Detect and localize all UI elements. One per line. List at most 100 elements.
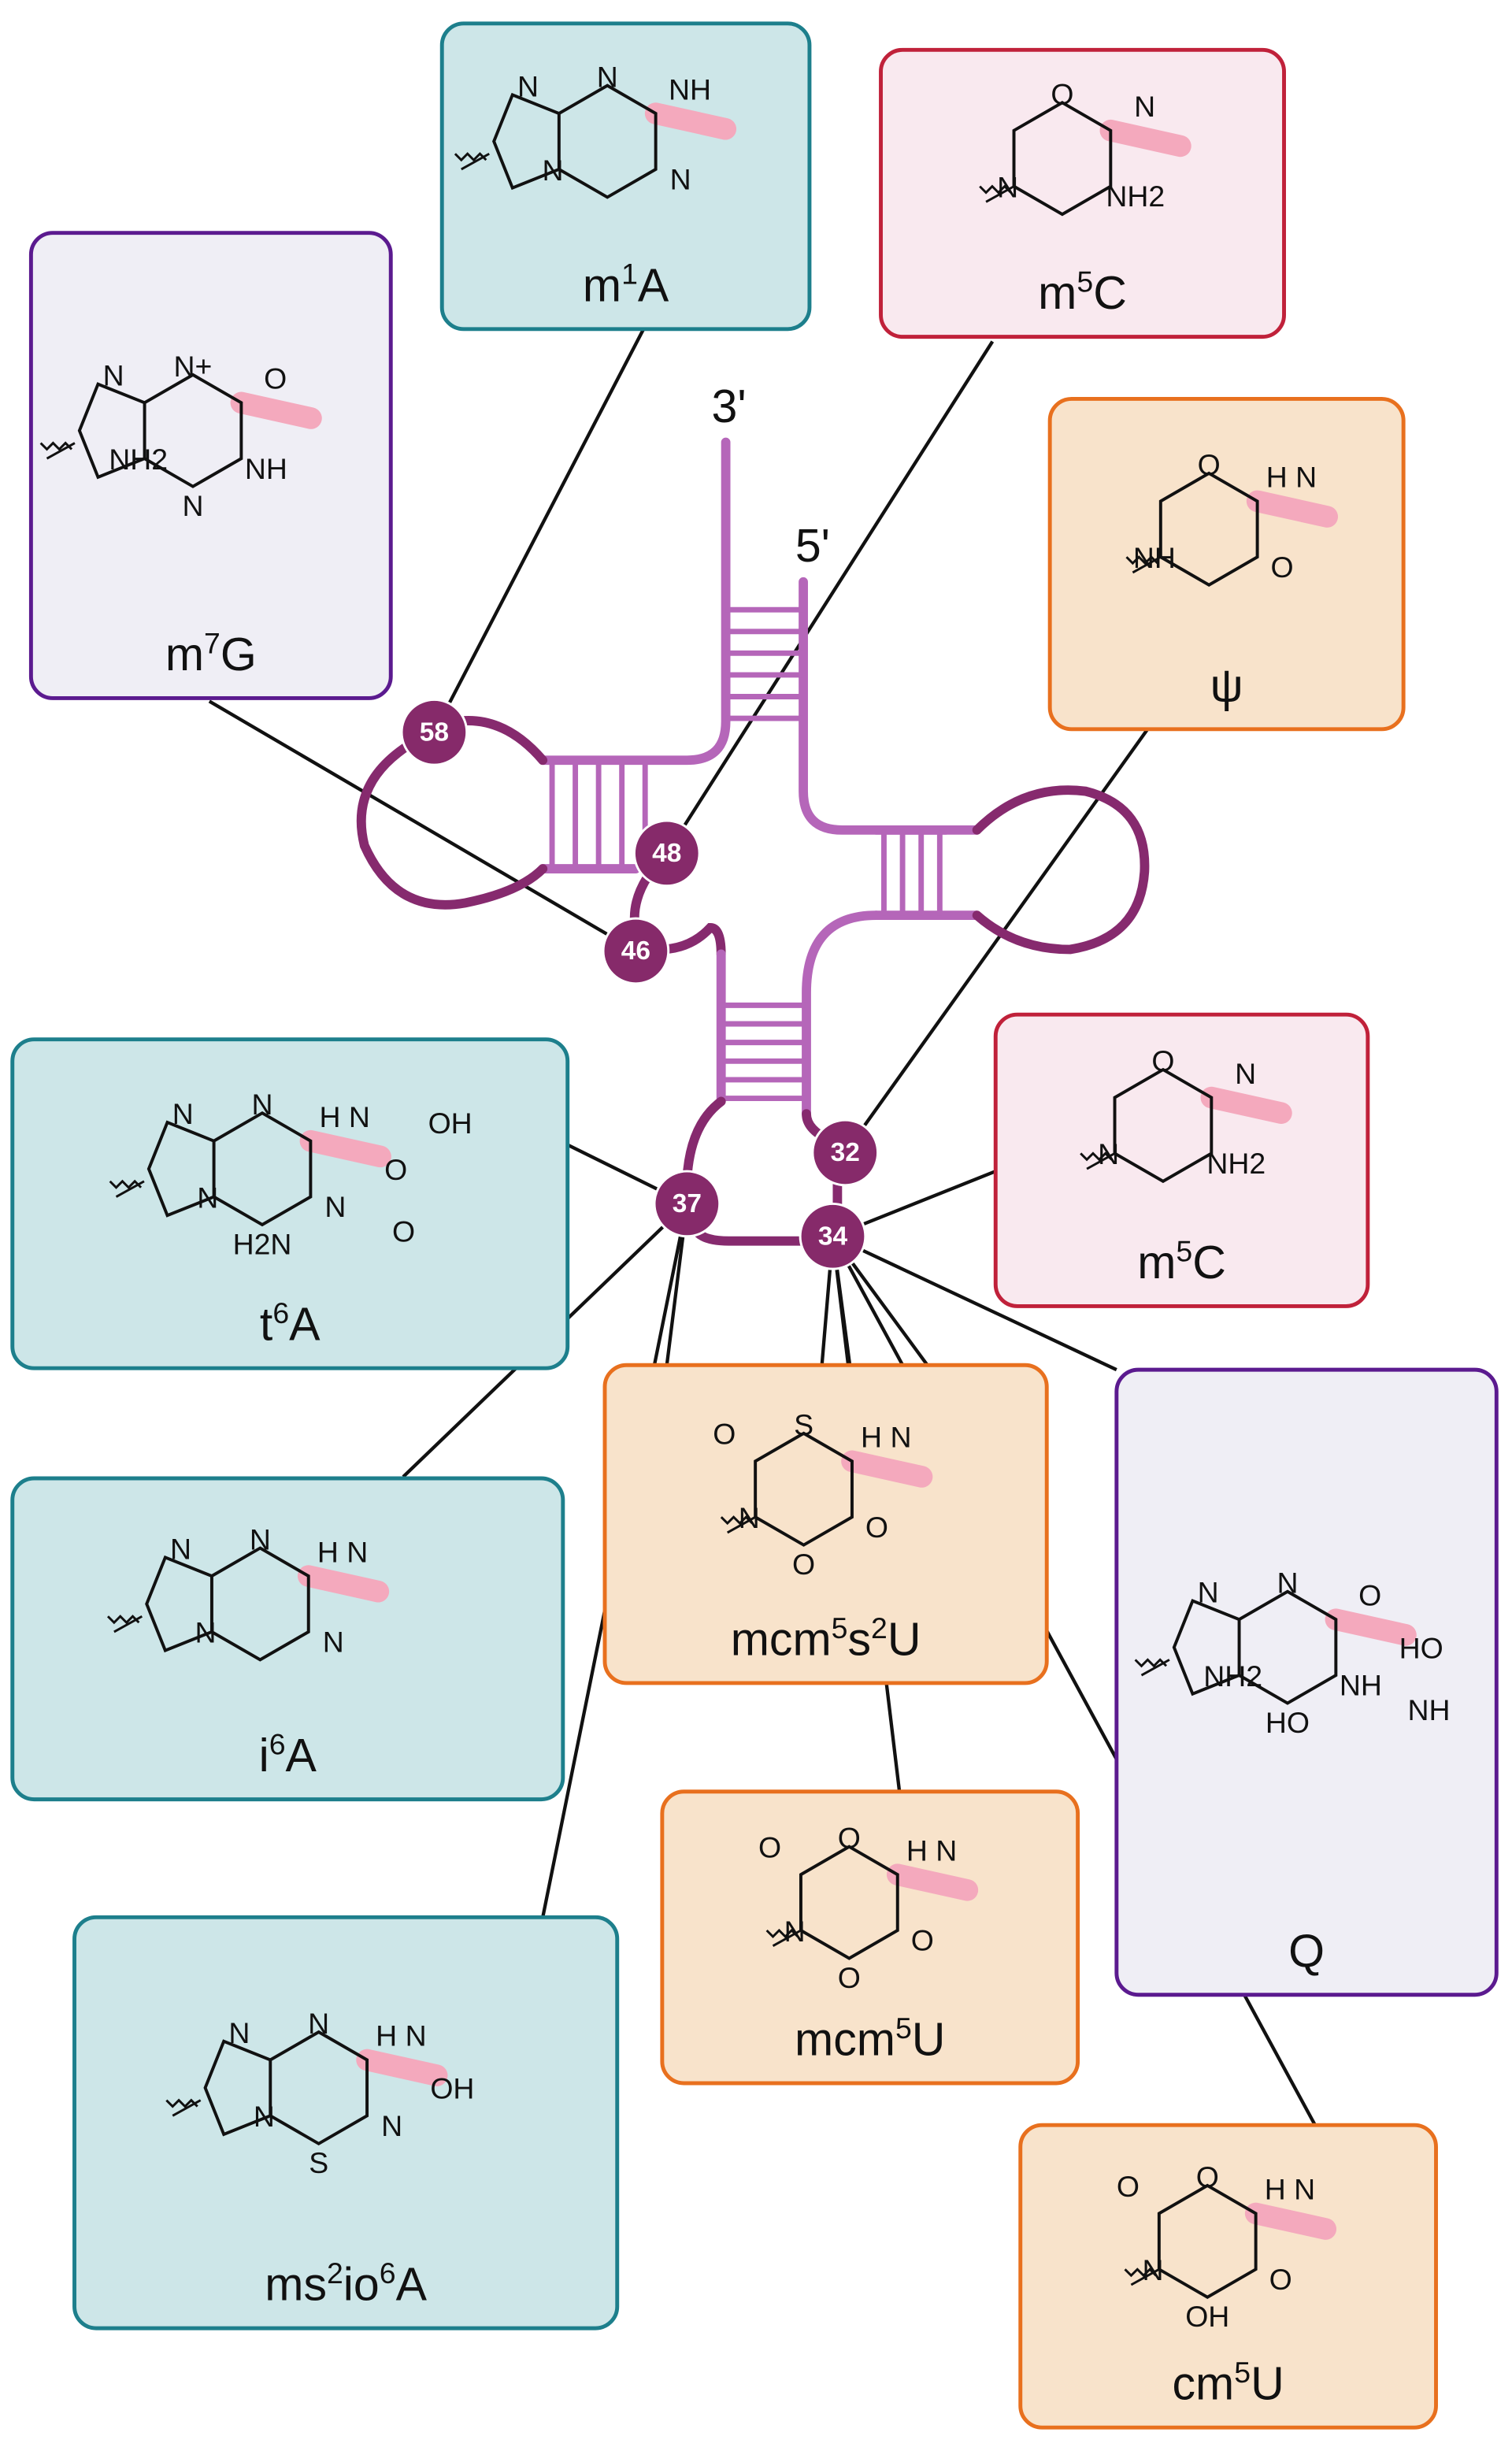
connector-line [665, 340, 995, 855]
atom-label: N [182, 489, 203, 522]
ribose-attachment-icon [165, 2098, 202, 2117]
imidazole-ring [145, 1555, 213, 1653]
imidazole-ring [203, 2039, 272, 2137]
atom-label: OH [430, 2072, 474, 2105]
ribose-attachment-icon [1134, 1658, 1170, 1677]
atom-label: O [1198, 448, 1221, 481]
position-marker-48: 48 [632, 819, 701, 888]
imidazole-ring [146, 1120, 215, 1218]
modification-name: m7G [165, 626, 257, 680]
position-marker-32: 32 [811, 1118, 880, 1187]
position-number: 58 [420, 718, 449, 747]
box-frame [72, 1915, 620, 2330]
label-text: A [638, 259, 669, 311]
atom-label: OH [1185, 2300, 1229, 2333]
atom-label: O [1151, 1044, 1174, 1077]
atom-label: NH [1407, 1693, 1450, 1726]
label-superscript: 6 [269, 1728, 286, 1761]
atom-label: NH2 [109, 443, 168, 476]
label-text: s [847, 1613, 871, 1665]
atom-label: N [542, 154, 563, 187]
modification-name: mcm5s2U [731, 1611, 921, 1666]
position-number: 32 [831, 1138, 860, 1167]
atom-label: N [739, 1501, 760, 1534]
label-text: U [912, 2014, 946, 2066]
modification-name: m5C [1038, 265, 1127, 320]
label-superscript: 7 [204, 626, 220, 659]
atom-label: N [197, 1181, 218, 1214]
base-ring [1113, 1067, 1214, 1184]
label-text: U [888, 1613, 921, 1665]
atom-label: N [1235, 1057, 1256, 1090]
atom-label: O [758, 1830, 781, 1863]
position-marker-34: 34 [799, 1202, 867, 1270]
atom-label: N [251, 1088, 272, 1121]
ribose-attachment-icon [106, 1615, 143, 1633]
atom-label: H N [317, 1535, 368, 1568]
atom-label: N [1134, 90, 1155, 123]
label-text: ψ [1210, 659, 1243, 711]
atom-label: O [264, 362, 287, 395]
position-marker-58: 58 [400, 698, 469, 766]
modification-name: ms2io6A [265, 2256, 427, 2311]
modification-name: m5C [1137, 1234, 1226, 1289]
atom-label: O [384, 1153, 407, 1186]
label-text: mcm [731, 1613, 832, 1665]
atom-label: O [911, 1924, 934, 1957]
modification-highlight [1099, 119, 1191, 158]
atom-label: N [1098, 1137, 1119, 1170]
atom-label: H N [320, 1100, 370, 1133]
modification-highlight [644, 102, 737, 140]
atom-label: NH [669, 72, 711, 106]
label-text: A [289, 1299, 321, 1351]
atom-label: N [784, 1915, 806, 1948]
position-marker-46: 46 [602, 917, 670, 985]
atom-label: H N [861, 1421, 911, 1454]
atom-label: O [392, 1215, 415, 1248]
label-superscript: 2 [327, 2256, 343, 2290]
modification-name: t6A [260, 1296, 321, 1351]
box-frame [1018, 2123, 1438, 2430]
ribose-attachment-icon [765, 1928, 802, 1947]
modification-highlight [886, 1863, 979, 1901]
label-text: m [1137, 1237, 1176, 1289]
modification-highlight [1325, 1608, 1417, 1646]
base-ring [1012, 101, 1113, 217]
atom-label: N [250, 1523, 271, 1556]
atom-label: H N [906, 1834, 957, 1867]
atom-label: HO [1266, 1706, 1310, 1739]
atom-label: N [170, 1532, 191, 1565]
atom-label: H2N [233, 1227, 292, 1260]
ribose-attachment-icon [1125, 555, 1162, 574]
label-text: i [259, 1730, 269, 1782]
modification-name: i6A [259, 1728, 317, 1782]
modification-highlight [356, 2049, 448, 2086]
label-superscript: 5 [1077, 265, 1093, 298]
atom-label: O [713, 1418, 736, 1451]
anticodon-right-strand [802, 910, 881, 1119]
modification-highlight [1200, 1086, 1292, 1125]
box-frame [879, 47, 1286, 339]
label-text: cm [1173, 2358, 1235, 2410]
atom-label: S [794, 1408, 813, 1441]
modification-name: mcm5U [795, 2012, 945, 2066]
atom-label: N+ [174, 350, 213, 383]
base-ring [799, 1845, 899, 1960]
modification-highlight [299, 1129, 391, 1168]
box-frame [439, 21, 812, 332]
atom-label: N [997, 170, 1018, 203]
atom-label: O [838, 1961, 861, 1994]
label-text: m [1038, 267, 1077, 319]
connector-line [832, 1234, 1117, 1372]
t-arm-strands [871, 825, 982, 921]
box-frame [10, 1037, 570, 1370]
imidazole-ring [492, 92, 560, 191]
modification-highlight [230, 391, 322, 429]
imidazole-ring [77, 382, 146, 480]
atom-label: O [1117, 2170, 1140, 2203]
